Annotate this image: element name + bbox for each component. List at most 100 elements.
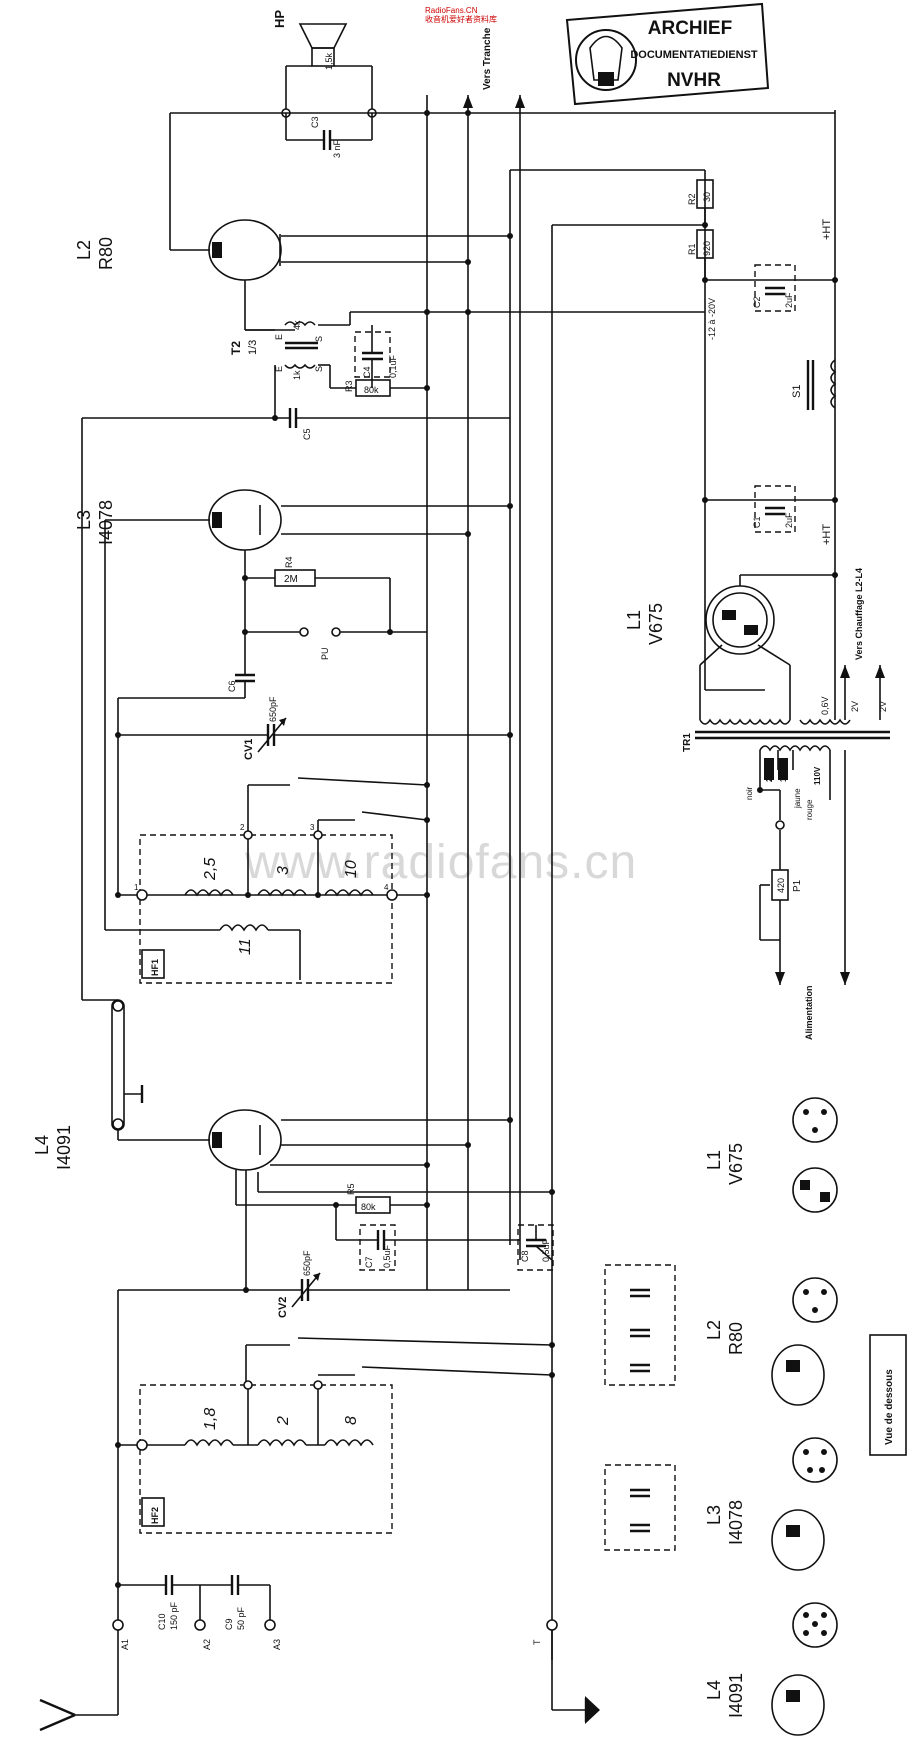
- cv2-ref: CV2: [277, 1297, 289, 1318]
- stamp-line3: NVHR: [667, 70, 721, 91]
- r1-ref: R1: [687, 243, 697, 255]
- t2-e2: E: [274, 366, 284, 372]
- t2-ratio: 1/3: [247, 340, 259, 355]
- pinout-l2: [771, 1277, 838, 1406]
- c8-ref: C8: [520, 1250, 530, 1262]
- c10-ref: C10: [157, 1613, 167, 1630]
- variable-capacitor-cv1: [118, 717, 510, 753]
- l1-type: V675: [646, 603, 666, 645]
- pu-ref: PU: [320, 647, 330, 660]
- vers-chauffage-label: Vers Chauffage L2-L4: [854, 568, 864, 660]
- ant-coil-1: 1,8: [202, 1408, 219, 1430]
- tap-130-label: 130V: [779, 763, 788, 782]
- coil-block-hf1: [105, 777, 428, 984]
- t2-s2: S: [314, 366, 324, 372]
- v06-label: 0,6V: [820, 696, 830, 715]
- choke-s1: [806, 359, 837, 410]
- cap-group-c1c2c4: [604, 1264, 676, 1386]
- t2-s1: S: [314, 336, 324, 342]
- transformer-tr1: [695, 665, 890, 985]
- tap-1: 1: [134, 883, 139, 892]
- r5-c7-c8: [335, 1196, 554, 1271]
- tap-4: 4: [384, 883, 389, 892]
- c9-ref: C9: [224, 1618, 234, 1630]
- c3-ref: C3: [310, 116, 320, 128]
- l4-type: I4091: [54, 1125, 74, 1170]
- pinout-l1-ref: L1: [704, 1150, 724, 1170]
- hf2-label: HF2: [150, 1507, 160, 1524]
- r5-value: 80k: [361, 1202, 376, 1212]
- c4-value: 0,1uF: [388, 354, 398, 378]
- tap-3: 3: [310, 823, 315, 832]
- watermark-sub-line: 收音机爱好者资料库: [425, 15, 497, 24]
- c4-r3: [330, 325, 427, 397]
- cv1-ref: CV1: [243, 739, 255, 760]
- vue-de-dessous-box: [869, 1334, 907, 1456]
- pinout-l3-ref: L3: [704, 1505, 724, 1525]
- pinout-l3-type: I4078: [726, 1500, 746, 1545]
- ht-label-top: +HT: [821, 219, 833, 240]
- pinout-l4-ref: L4: [704, 1680, 724, 1700]
- capacitor-c3: [285, 113, 373, 150]
- vue-de-dessous-label: Vue de dessous: [884, 1369, 895, 1445]
- vers-tranche-label: Vers Tranche: [482, 27, 493, 90]
- c7-ref: C7: [364, 1256, 374, 1268]
- l3-type: I4078: [96, 500, 116, 545]
- tap-220-label: 220V: [765, 763, 774, 782]
- archive-stamp: ARCHIEF DOCUMENTATIEDIENST NVHR: [565, 2, 770, 106]
- c1-ref: C1: [752, 516, 762, 528]
- tube-l2: [208, 219, 510, 331]
- l3-ref: L3: [74, 510, 94, 530]
- ant-coil-2: 2: [275, 1416, 292, 1426]
- a2-label: A2: [202, 1639, 212, 1650]
- tube-l3: [104, 489, 510, 930]
- t2-w1: 4k: [292, 320, 302, 330]
- pinout-l4-type: I4091: [726, 1673, 746, 1718]
- ht-label-bottom: +HT: [821, 524, 833, 545]
- capacitor-c2: [705, 264, 835, 312]
- t2-e1: E: [274, 334, 284, 340]
- r5-ref: R5: [346, 1183, 356, 1195]
- c2-value: 2uF: [784, 292, 794, 308]
- c5-ref: C5: [302, 428, 312, 440]
- watermark-top-line: RadioFans.CN: [425, 6, 478, 15]
- speaker: [285, 23, 373, 113]
- c2-ref: C2: [752, 296, 762, 308]
- pinout-l3: [771, 1437, 838, 1571]
- ground-terminal: [551, 1630, 600, 1724]
- c7-value: 0,5uF: [382, 1244, 392, 1268]
- rectifier-l1: [699, 574, 835, 691]
- t2-ref: T2: [229, 341, 243, 355]
- cv1-value: 650pF: [268, 696, 278, 722]
- pinout-l4: [771, 1602, 838, 1736]
- c9-value: 50 pF: [236, 1606, 246, 1630]
- antenna-inputs: [39, 1575, 271, 1732]
- c4-ref: C4: [362, 366, 372, 378]
- c1-value: 2uF: [784, 512, 794, 528]
- r1-value: 920: [702, 241, 712, 256]
- stamp-line2: DOCUMENTATIEDIENST: [630, 49, 758, 61]
- s1-ref: S1: [791, 385, 803, 398]
- rouge-label: rouge: [805, 799, 814, 820]
- r2-ref: R2: [687, 193, 697, 205]
- pinout-l2-ref: L2: [704, 1320, 724, 1340]
- capacitor-c6: [117, 673, 255, 895]
- transformer-t2: [245, 311, 705, 418]
- cap-group-c7c8: [604, 1464, 676, 1551]
- r4-pu: [244, 569, 427, 675]
- c8-value: 0,5uF: [541, 1238, 551, 1262]
- tube-l4: [208, 1109, 552, 1290]
- capacitor-c1: [705, 485, 835, 533]
- osc-coil-3: 10: [343, 860, 360, 878]
- l1-ref: L1: [624, 610, 644, 630]
- watermark-center: www.radiofans.cn: [245, 836, 638, 889]
- l2-ref: L2: [74, 240, 94, 260]
- pinout-l1-type: V675: [726, 1143, 746, 1185]
- a1-label: A1: [120, 1639, 130, 1650]
- tap-110-label: 110V: [813, 766, 822, 785]
- hf1-label: HF1: [150, 959, 160, 976]
- r4-value: 2M: [284, 574, 298, 585]
- speaker-ref: HP: [272, 10, 287, 28]
- tap-2: 2: [240, 823, 245, 832]
